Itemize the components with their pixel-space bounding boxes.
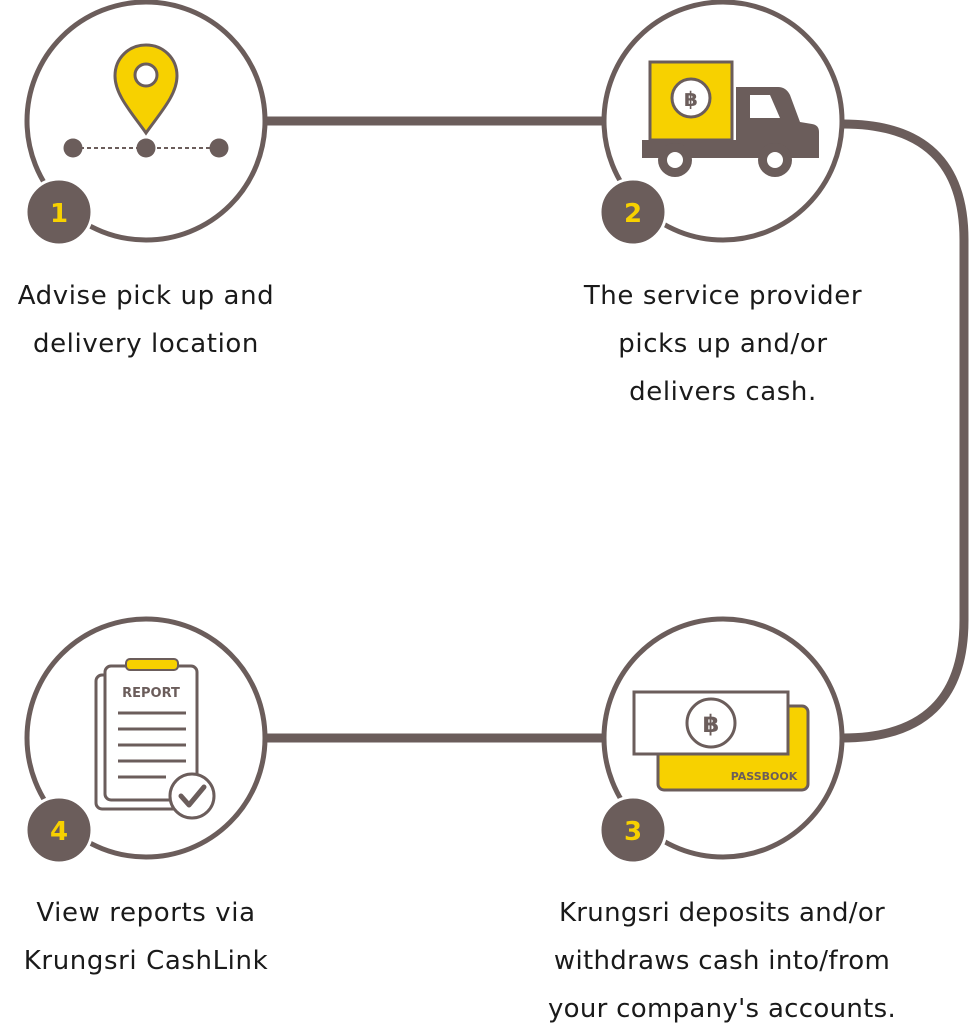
step-2: ฿ 2 <box>598 0 845 247</box>
step-3: PASSBOOK ฿ 3 <box>598 616 845 865</box>
step-3-number: 3 <box>624 817 642 847</box>
cash-passbook-icon: PASSBOOK ฿ <box>632 690 810 792</box>
step-2-caption-line: The service provider <box>583 281 863 311</box>
step-2-number: 2 <box>624 199 642 229</box>
report-label: REPORT <box>122 686 180 701</box>
step-1-badge: 1 <box>24 177 94 247</box>
step-4-caption: View reports via Krungsri CashLink <box>0 889 292 985</box>
report-checklist-icon: REPORT <box>94 658 216 820</box>
passbook-label: PASSBOOK <box>731 770 798 783</box>
truck-currency-symbol: ฿ <box>684 87 698 111</box>
step-2-badge: 2 <box>598 177 668 247</box>
connector-2-3 <box>842 119 969 743</box>
step-4-caption-line: View reports via <box>36 898 256 928</box>
step-3-caption: Krungsri deposits and/or withdraws cash … <box>510 889 934 1033</box>
step-1-number: 1 <box>50 199 68 229</box>
step-3-caption-line: withdraws cash into/from <box>553 946 891 976</box>
step-4-number: 4 <box>50 817 68 847</box>
step-1-caption-line: delivery location <box>32 329 260 359</box>
step-4-caption-line: Krungsri CashLink <box>23 946 269 976</box>
location-pin-icon <box>63 43 229 158</box>
step-2-caption-line: picks up and/or <box>618 329 828 359</box>
banknote-currency-symbol: ฿ <box>703 710 720 738</box>
step-4: REPORT 4 <box>24 616 268 865</box>
step-3-caption-line: Krungsri deposits and/or <box>558 898 886 928</box>
step-1-caption: Advise pick up and delivery location <box>0 272 292 368</box>
step-2-caption-line: delivers cash. <box>629 377 817 407</box>
step-1: 1 <box>24 0 268 247</box>
delivery-truck-icon: ฿ <box>642 60 819 177</box>
step-1-caption-line: Advise pick up and <box>17 281 275 311</box>
step-3-caption-line: your company's accounts. <box>547 994 897 1024</box>
step-2-caption: The service provider picks up and/or del… <box>548 272 898 416</box>
step-4-badge: 4 <box>24 795 94 865</box>
connector-lines <box>262 116 969 743</box>
step-3-badge: 3 <box>598 795 668 865</box>
